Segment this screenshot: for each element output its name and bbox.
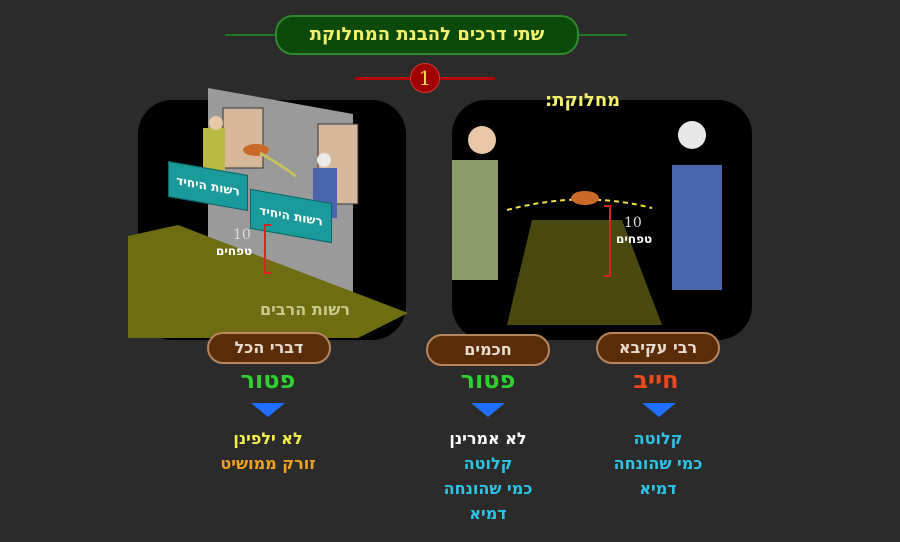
reasoning-line: זורק ממושיט [220, 454, 316, 473]
left-illustration-panel: רשות היחיד רשות היחיד 10 טפחים רשות הרבי… [128, 88, 408, 340]
title-line-left [225, 34, 277, 36]
right-height-unit: טפחים [616, 232, 653, 246]
opinion-label-rabbi-akiva: רבי עקיבא [596, 332, 720, 364]
height-bracket [604, 205, 611, 277]
page-title: שתי דרכים להבנת המחלוקת [275, 15, 579, 55]
reasoning-line: כמי שהונחה [613, 454, 703, 473]
opinion-label-sages: חכמים [426, 334, 550, 366]
height-bracket [264, 224, 271, 274]
step-number-badge: 1 [410, 63, 440, 93]
reasoning-line: כמי שהונחה [443, 479, 533, 498]
reasoning-sages: לא אמרינן קלוטה כמי שהונחה דמיא [408, 426, 568, 526]
sages-illustration [452, 121, 722, 325]
left-height-unit: טפחים [216, 244, 253, 258]
opinion-label-all-agree: דברי הכל [207, 332, 331, 364]
public-domain-label: רשות הרבים [260, 300, 350, 319]
arrow-down-icon [471, 403, 505, 417]
verdict-sages: פטור [460, 366, 516, 394]
section-label: מחלוקת: [545, 90, 621, 111]
reasoning-line: לא ילפינן [233, 429, 303, 448]
reasoning-line: דמיא [469, 504, 507, 523]
arrow-down-icon [642, 403, 676, 417]
left-height-value: 10 [233, 227, 251, 243]
right-illustration-panel: 10 טפחים [452, 100, 752, 340]
right-height-value: 10 [624, 215, 642, 231]
reasoning-line: קלוטה [463, 454, 513, 473]
reasoning-rabbi-akiva: קלוטה כמי שהונחה דמיא [578, 426, 738, 501]
reasoning-all-agree: לא ילפינן זורק ממושיט [188, 426, 348, 476]
verdict-rabbi-akiva: חייב [633, 366, 679, 394]
verdict-all-agree: פטור [240, 366, 296, 394]
reasoning-line: קלוטה [633, 429, 683, 448]
reasoning-line: דמיא [639, 479, 677, 498]
arrow-down-icon [251, 403, 285, 417]
title-line-right [575, 34, 627, 36]
reasoning-line: לא אמרינן [449, 429, 527, 448]
